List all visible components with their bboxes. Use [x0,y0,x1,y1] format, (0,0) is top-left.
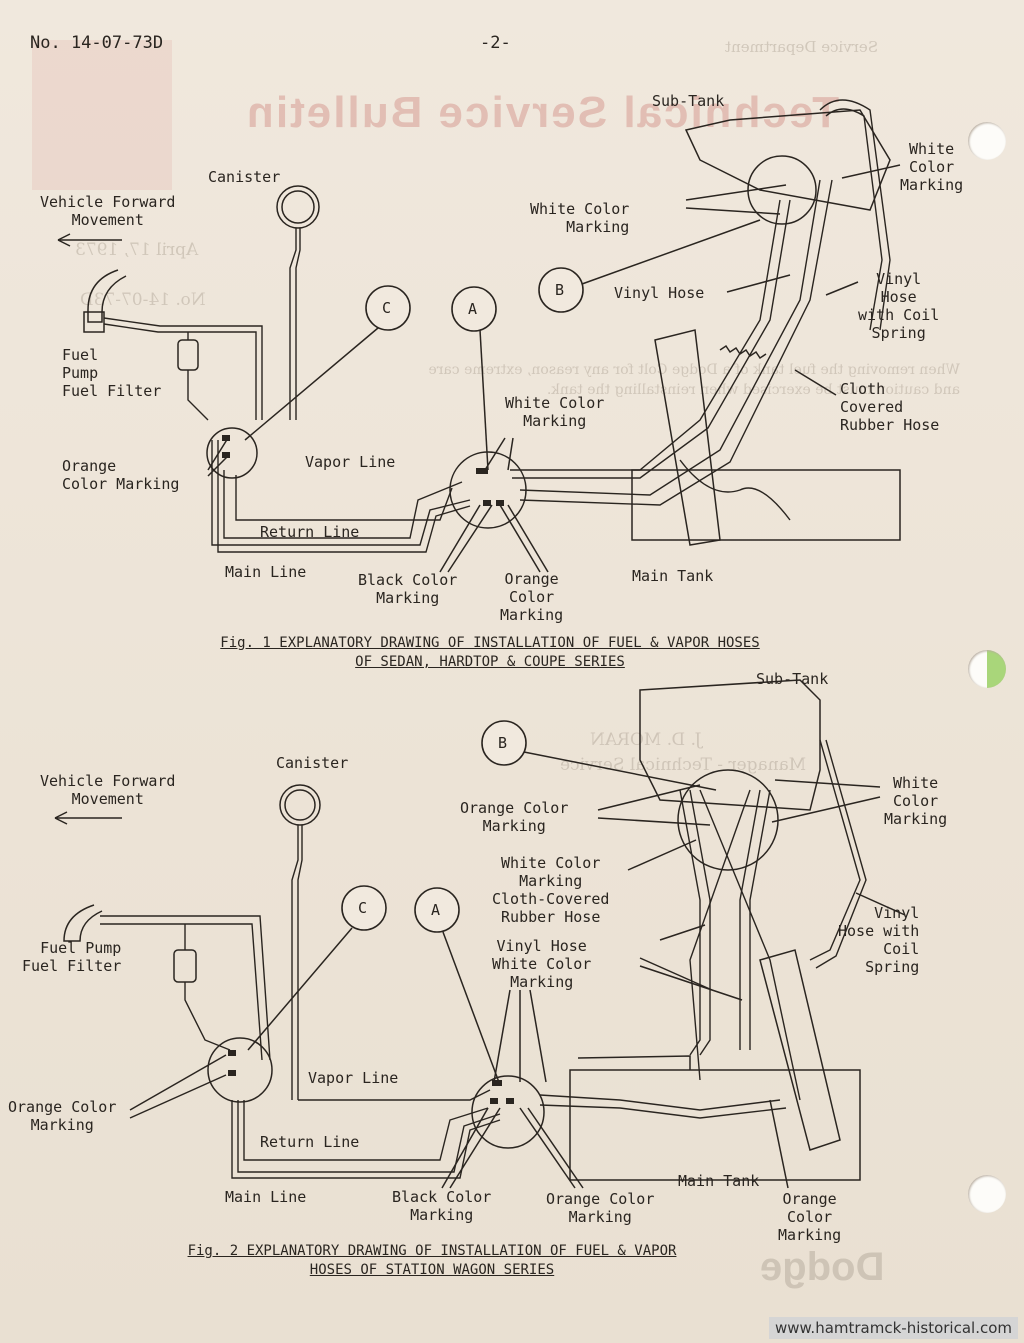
fig1-label-vinyl-hose-coil: Vinyl Hose with Coil Spring [858,270,940,342]
callout-b: B [538,219,761,313]
fig2-label-sub-tank: Sub-Tank [756,670,829,688]
fig1-caption-line1: Fig. 1 EXPLANATORY DRAWING OF INSTALLATI… [220,635,760,651]
fig1-label-orange-marking-left: Orange Color Marking [62,457,180,493]
fig1-label-return-line: Return Line [260,523,360,541]
fig1-label-black-marking: Black Color Marking [358,571,458,607]
fig1-label-fuel-pump: Fuel Pump Fuel Filter [62,346,162,400]
fig2-label-canister: Canister [276,754,349,772]
callout-c: C [244,285,411,441]
connector-a-detail-2 [471,1075,545,1149]
svg-text:A: A [431,901,440,919]
fig1-label-vapor-line: Vapor Line [305,453,396,471]
connector-c-detail [206,427,258,479]
fig2-label-vehicle-forward: Vehicle Forward Movement [40,772,176,808]
fuel-pump-icon [83,269,263,421]
svg-text:C: C [382,299,391,317]
fig2-label-white-cloth: White Color Marking Cloth-Covered Rubber… [492,854,610,926]
bulletin-number: No. 14-07-73D [30,33,164,53]
forward-arrow-icon-2 [54,811,122,825]
fig2-label-white-marking-right: White Color Marking [884,774,948,828]
fig1-label-orange-marking-bottom: Orange Color Marking [500,570,564,624]
forward-arrow-icon [57,233,122,247]
canister-icon [276,185,320,420]
fig1-label-canister: Canister [208,168,281,186]
fig1-label-vehicle-forward: Vehicle Forward Movement [40,193,176,229]
fig2-label-fuel-pump: Fuel Pump Fuel Filter [22,939,122,975]
callout-c-2: C [247,885,387,1051]
callout-b-2: B [481,720,717,791]
fig2-label-return-line: Return Line [260,1133,360,1151]
sub-tank-shape-2 [639,679,821,811]
fig1-label-white-marking-a: White Color Marking [505,394,605,430]
connector-c-detail-2 [207,1037,273,1103]
page-number: -2- [480,33,511,53]
main-tank-shape-2 [569,1069,861,1181]
fig2-label-main-tank: Main Tank [678,1172,760,1190]
svg-text:B: B [498,734,507,752]
fig1-label-cloth-covered: Cloth Covered Rubber Hose [840,380,940,434]
fig1-label-main-line: Main Line [225,563,307,581]
fuel-pump-icon-2 [63,904,271,1061]
fig1-caption: Fig. 1 EXPLANATORY DRAWING OF INSTALLATI… [80,634,900,672]
fig2-caption-line2: HOSES OF STATION WAGON SERIES [309,1262,555,1278]
fig2-label-orange-marking-left: Orange Color Marking [8,1098,117,1134]
fig2-label-vinyl-hose-coil: Vinyl Hose with Coil Spring [838,904,920,976]
svg-text:B: B [555,281,564,299]
fig2-label-black-marking: Black Color Marking [392,1188,492,1224]
binder-hole-bottom [968,1175,1006,1213]
svg-text:A: A [468,300,477,318]
fig1-label-white-marking-mid: White Color Marking [530,200,630,236]
svg-text:C: C [358,899,367,917]
canister-icon-2 [279,784,321,1100]
fig2-label-vinyl-white: Vinyl Hose White Color Marking [492,937,592,991]
fig2-label-orange-marking-top: Orange Color Marking [460,799,569,835]
site-url[interactable]: www.hamtramck-historical.com [769,1317,1018,1339]
fig2-caption-line1: Fig. 2 EXPLANATORY DRAWING OF INSTALLATI… [187,1243,677,1259]
fig1-label-white-marking-right: White Color Marking [900,140,964,194]
fig1-caption-line2: OF SEDAN, HARDTOP & COUPE SERIES [355,654,625,670]
fig2-label-orange-marking-bottom: Orange Color Marking [546,1190,655,1226]
fig2-label-orange-marking-tank: Orange Color Marking [778,1190,842,1244]
fig1-drawing: C A B [57,99,901,573]
binder-hole-top [968,122,1006,160]
main-tank-shape [631,469,901,541]
fig1-label-main-tank: Main Tank [632,567,714,585]
fig1-label-sub-tank: Sub-Tank [652,92,725,110]
fig1-label-vinyl-hose: Vinyl Hose [614,284,705,302]
fig2-caption: Fig. 2 EXPLANATORY DRAWING OF INSTALLATI… [22,1242,842,1280]
binder-hole-middle [968,650,1006,688]
callout-a-2: A [414,887,501,1086]
fig2-label-main-line: Main Line [225,1188,307,1206]
callout-a: A [451,286,497,471]
fig2-label-vapor-line: Vapor Line [308,1069,399,1087]
ghost-logo-block [32,40,172,190]
